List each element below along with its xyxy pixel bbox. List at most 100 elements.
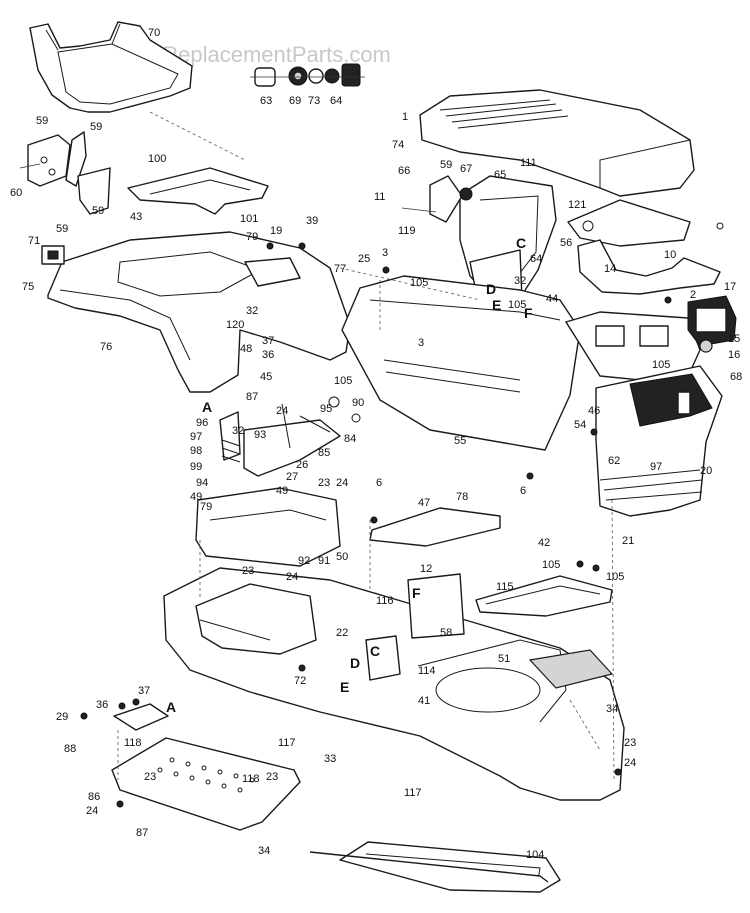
floor-plate: [369, 507, 501, 547]
label-99: 99: [190, 461, 202, 473]
fastener-dots: [80, 242, 672, 808]
label-85: 85: [318, 447, 330, 459]
label-55: 55: [454, 435, 466, 447]
seat-knob-assembly: [250, 63, 365, 87]
label-29: 29: [56, 711, 68, 723]
label-86: 86: [88, 791, 100, 803]
label-2: 2: [690, 289, 696, 301]
label-118: 118: [242, 773, 260, 785]
label-60: 60: [10, 187, 22, 199]
label-34: 34: [606, 703, 618, 715]
label-105: 105: [334, 375, 352, 387]
label-6: 6: [520, 485, 526, 497]
label-6: 6: [376, 477, 382, 489]
seat-pan-bracket: [127, 167, 269, 215]
label-121: 121: [568, 199, 586, 211]
label-43: 43: [130, 211, 142, 223]
foot-rest-plate: [111, 737, 301, 831]
ref-letter-e: E: [340, 679, 349, 695]
label-34: 34: [258, 845, 270, 857]
label-37: 37: [262, 335, 274, 347]
label-25: 25: [358, 253, 370, 265]
label-95: 95: [320, 403, 332, 415]
label-37: 37: [138, 685, 150, 697]
label-68: 68: [730, 371, 742, 383]
label-24: 24: [624, 757, 636, 769]
label-50: 50: [336, 551, 348, 563]
label-36: 36: [262, 349, 274, 361]
label-91: 91: [318, 555, 330, 567]
seat: [29, 21, 193, 113]
label-33: 33: [324, 753, 336, 765]
label-59: 59: [90, 121, 102, 133]
label-39: 39: [306, 215, 318, 227]
label-115: 115: [496, 581, 514, 593]
watermark: eReplacementParts.com: [150, 42, 391, 67]
label-87: 87: [136, 827, 148, 839]
label-56: 56: [560, 237, 572, 249]
label-49: 49: [190, 491, 202, 503]
label-71: 71: [28, 235, 40, 247]
label-117: 117: [404, 787, 422, 799]
label-36: 36: [96, 699, 108, 711]
label-118: 118: [124, 737, 142, 749]
rear-fender: [47, 231, 351, 393]
label-120: 120: [226, 319, 244, 331]
label-16: 16: [728, 349, 740, 361]
label-15: 15: [728, 333, 740, 345]
label-24: 24: [286, 571, 298, 583]
label-119: 119: [398, 225, 416, 237]
label-27: 27: [286, 471, 298, 483]
label-76: 76: [100, 341, 112, 353]
label-47: 47: [418, 497, 430, 509]
label-3: 3: [418, 337, 424, 349]
label-58: 58: [440, 627, 452, 639]
main-frame: [163, 567, 625, 801]
label-72: 72: [294, 675, 306, 687]
ref-letter-a: A: [202, 399, 212, 415]
seat-bracket-left: [19, 131, 111, 215]
label-101: 101: [240, 213, 258, 225]
label-84: 84: [344, 433, 356, 445]
label-22: 22: [336, 627, 348, 639]
label-105: 105: [410, 277, 428, 289]
ref-letter-a: A: [166, 699, 176, 715]
label-49: 49: [276, 485, 288, 497]
label-21: 21: [622, 535, 634, 547]
pedestal-plate: [475, 575, 613, 617]
label-23: 23: [624, 737, 636, 749]
label-1: 1: [402, 111, 408, 123]
label-19: 19: [270, 225, 282, 237]
label-59: 59: [92, 205, 104, 217]
ref-letter-d: D: [486, 281, 496, 297]
label-23: 23: [144, 771, 156, 783]
label-114: 114: [418, 665, 436, 677]
label-88: 88: [64, 743, 76, 755]
ref-letter-e: E: [492, 297, 501, 313]
label-116: 116: [376, 595, 394, 607]
foot-rest-bracket: [113, 703, 169, 731]
label-96: 96: [196, 417, 208, 429]
headlight: [687, 295, 737, 353]
label-59: 59: [36, 115, 48, 127]
label-94: 94: [196, 477, 208, 489]
label-90: 90: [352, 397, 364, 409]
lift-spring-assembly: [219, 396, 361, 477]
label-75: 75: [22, 281, 34, 293]
label-23: 23: [242, 565, 254, 577]
label-97: 97: [190, 431, 202, 443]
label-87: 87: [246, 391, 258, 403]
steering-support-frame: [459, 175, 557, 303]
label-14: 14: [604, 263, 616, 275]
label-67: 67: [460, 163, 472, 175]
label-44: 44: [546, 293, 558, 305]
label-46: 46: [588, 405, 600, 417]
label-32: 32: [514, 275, 526, 287]
part-number-labels: 70 63 69 73 64 1 74 66 59 67 111 65 59 5…: [10, 27, 742, 861]
label-79: 79: [200, 501, 212, 513]
label-48: 48: [240, 343, 252, 355]
label-97: 97: [650, 461, 662, 473]
label-24: 24: [86, 805, 98, 817]
label-78: 78: [456, 491, 468, 503]
label-62: 62: [608, 455, 620, 467]
